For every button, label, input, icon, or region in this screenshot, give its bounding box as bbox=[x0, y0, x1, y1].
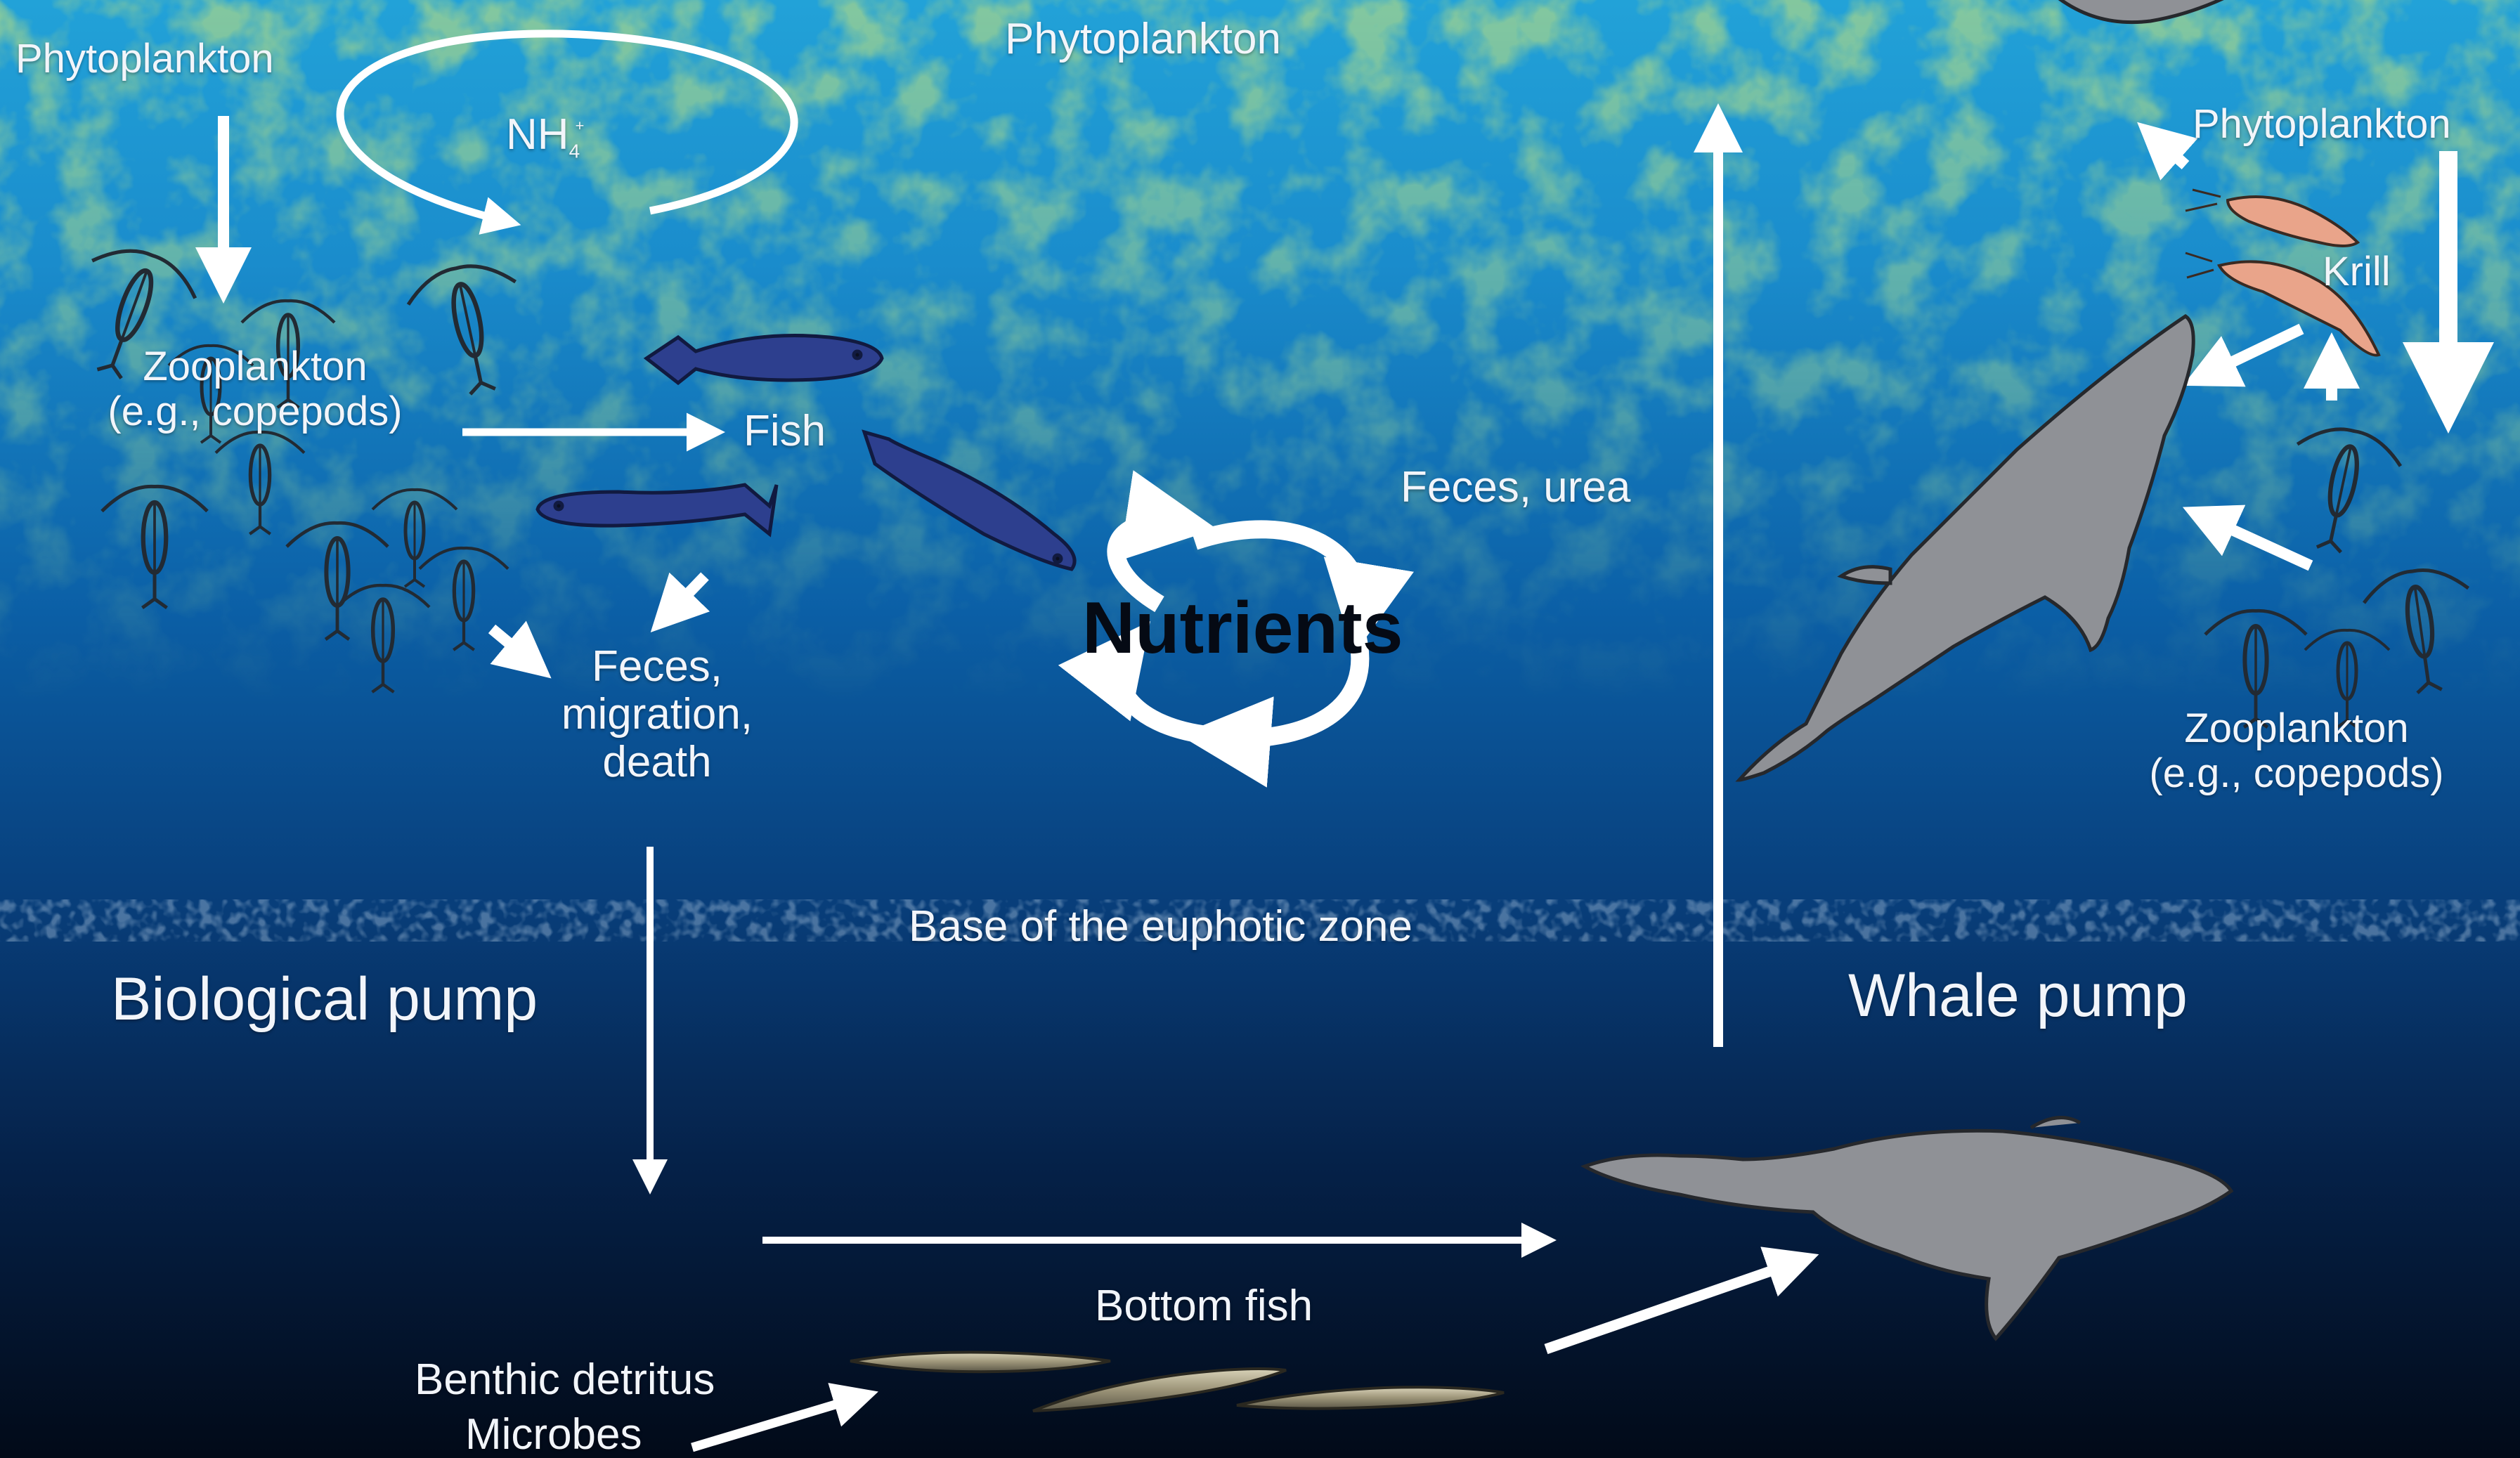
zooplankton-left-line1: Zooplankton bbox=[83, 344, 427, 389]
krill-label: Krill bbox=[2323, 249, 2391, 294]
whale-pump-label: Whale pump bbox=[1848, 963, 2188, 1029]
nh4-label: NH4 + bbox=[506, 111, 584, 162]
feces-line1: Feces, bbox=[524, 643, 791, 691]
nh4-base: NH bbox=[506, 110, 569, 159]
bottom-fish-label: Bottom fish bbox=[1095, 1282, 1313, 1330]
euphotic-zone-base-label: Base of the euphotic zone bbox=[909, 903, 1412, 951]
fish-label: Fish bbox=[743, 408, 826, 455]
zooplankton-right-line1: Zooplankton bbox=[2114, 706, 2479, 751]
zooplankton-right-line2: (e.g., copepods) bbox=[2114, 751, 2479, 796]
zooplankton-right-label: Zooplankton (e.g., copepods) bbox=[2114, 706, 2479, 796]
feces-migration-death-label: Feces, migration, death bbox=[524, 643, 791, 787]
feces-line3: death bbox=[524, 738, 791, 786]
phytoplankton-right-label: Phytoplankton bbox=[2193, 102, 2451, 147]
phytoplankton-left-label: Phytoplankton bbox=[15, 37, 274, 82]
biological-pump-label: Biological pump bbox=[111, 966, 538, 1033]
microbes-label: Microbes bbox=[465, 1411, 642, 1458]
benthic-detritus-label: Benthic detritus bbox=[415, 1356, 715, 1404]
feces-urea-label: Feces, urea bbox=[1401, 464, 1630, 512]
feces-line2: migration, bbox=[524, 691, 791, 738]
nh4-subscript: 4 bbox=[569, 141, 580, 162]
nutrients-label: Nutrients bbox=[1082, 587, 1403, 670]
phytoplankton-top-label: Phytoplankton bbox=[1005, 15, 1281, 63]
nh4-superscript: + bbox=[576, 117, 585, 134]
zooplankton-left-line2: (e.g., copepods) bbox=[83, 389, 427, 434]
zooplankton-left-label: Zooplankton (e.g., copepods) bbox=[83, 344, 427, 434]
